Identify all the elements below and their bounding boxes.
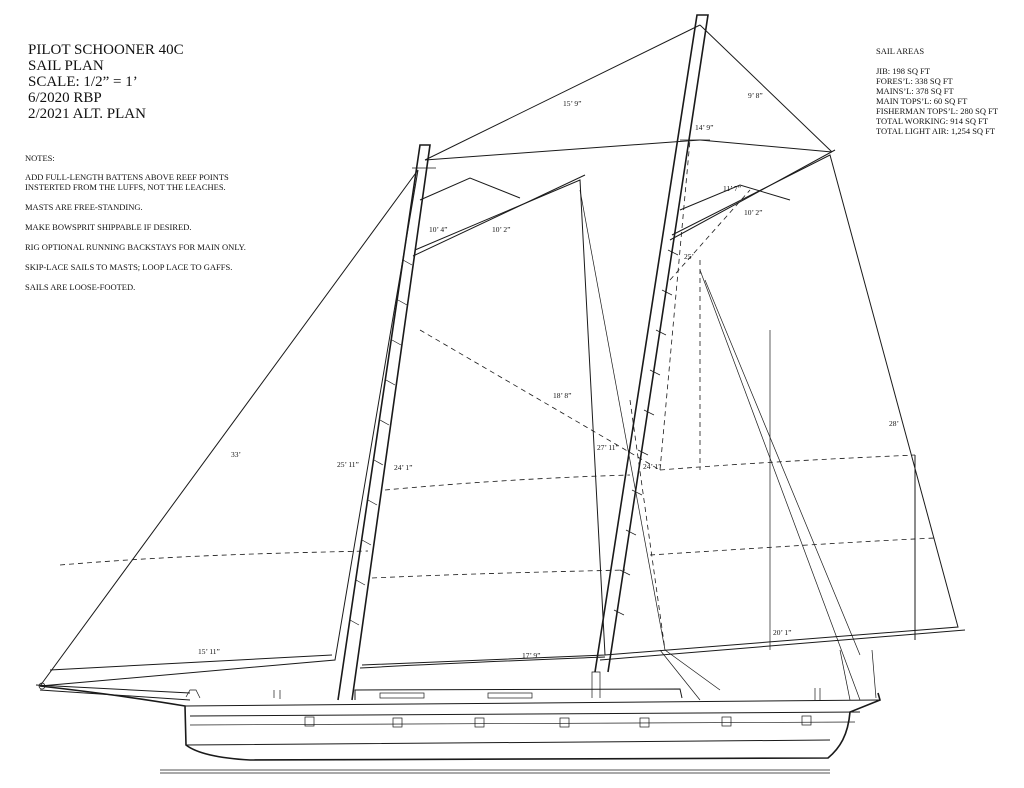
dim-fore-boom: 17’ 9”	[522, 651, 540, 660]
bowsprit	[35, 682, 191, 701]
sail-area-item: FORES’L: 338 SQ FT	[876, 76, 953, 86]
dim-mainmast-height: 27’ 11”	[597, 443, 619, 452]
dim-fore-gaff: 10’ 2”	[492, 225, 510, 234]
dimension-labels: 33’ 15’ 11” 25’ 11” 24’ 1” 10’ 4” 10’ 2”…	[198, 91, 899, 660]
dim-fore-gaff-head: 10’ 4”	[429, 225, 447, 234]
dim-foremast-height: 25’ 11”	[337, 460, 359, 469]
rail	[185, 688, 821, 700]
dim-topsail-diagonal: 25’	[684, 252, 694, 261]
note-item: MASTS ARE FREE-STANDING.	[25, 202, 143, 212]
title-line-scale: SCALE: 1/2” = 1’	[28, 74, 138, 90]
sail-area-item: MAINS’L: 378 SQ FT	[876, 86, 954, 96]
dim-mainsail-luff: 24’ 1”	[643, 462, 661, 471]
dim-topsail-leech: 9’ 8”	[748, 91, 763, 100]
title-line-boat: PILOT SCHOONER 40C	[28, 42, 184, 58]
title-line-date: 6/2020 RBP	[28, 90, 102, 106]
foremast	[337, 144, 436, 701]
dim-main-gaff: 10’ 2”	[744, 208, 762, 217]
notes-block: NOTES: ADD FULL-LENGTH BATTENS ABOVE REE…	[25, 153, 246, 302]
hull	[39, 685, 881, 761]
jib	[38, 169, 419, 687]
title-line-plan: SAIL PLAN	[28, 58, 104, 74]
sail-area-item: JIB: 198 SQ FT	[876, 66, 931, 76]
note-item: MAKE BOWSPRIT SHIPPABLE IF DESIRED.	[25, 222, 192, 232]
title-line-revision: 2/2021 ALT. PLAN	[28, 106, 146, 122]
dim-jib-luff: 33’	[231, 450, 241, 459]
sail-area-item: TOTAL LIGHT AIR: 1,254 SQ FT	[876, 126, 996, 136]
sail-area-item: TOTAL WORKING: 914 SQ FT	[876, 116, 989, 126]
sail-areas-block: SAIL AREAS JIB: 198 SQ FT FORES’L: 338 S…	[876, 46, 998, 136]
foresail	[359, 174, 631, 669]
dim-main-topmast: 14’ 9”	[695, 123, 713, 132]
fisherman-topsail	[419, 139, 691, 651]
notes-heading: NOTES:	[25, 153, 55, 163]
dim-jib-foot: 15’ 11”	[198, 647, 220, 656]
dim-main-boom: 20’ 1”	[773, 628, 791, 637]
dim-fisherman-diagonal: 18’ 8”	[553, 391, 571, 400]
mainmast	[594, 14, 710, 673]
note-item: SAILS ARE LOOSE-FOOTED.	[25, 282, 136, 292]
mast-hoops	[349, 249, 679, 626]
dim-mainsail-leech: 28’	[889, 419, 899, 428]
main-topsail	[424, 24, 833, 470]
mainsail	[599, 149, 966, 661]
note-item: ADD FULL-LENGTH BATTENS ABOVE REEF POINT…	[25, 172, 229, 192]
dim-main-gaff-head: 11’ 7”	[723, 184, 741, 193]
note-item: RIG OPTIONAL RUNNING BACKSTAYS FOR MAIN …	[25, 242, 246, 252]
sail-area-item: FISHERMAN TOPS’L: 280 SQ FT	[876, 106, 999, 116]
deckhouse	[354, 671, 683, 700]
sail-areas-heading: SAIL AREAS	[876, 46, 925, 56]
title-block: PILOT SCHOONER 40C SAIL PLAN SCALE: 1/2”…	[28, 42, 184, 122]
rigging	[579, 189, 877, 701]
sail-area-item: MAIN TOPS’L: 60 SQ FT	[876, 96, 968, 106]
dim-foresail-luff: 24’ 1”	[394, 463, 412, 472]
note-item: SKIP-LACE SAILS TO MASTS; LOOP LACE TO G…	[25, 262, 233, 272]
dim-main-topmast-stay: 15’ 9”	[563, 99, 581, 108]
